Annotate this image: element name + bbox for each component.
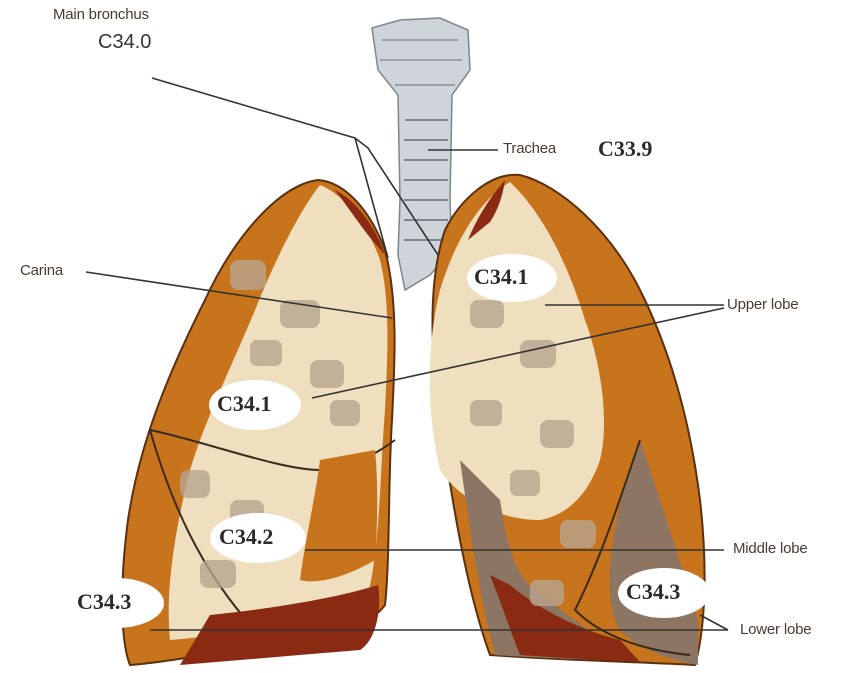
- upper-lobe-label: Upper lobe: [727, 296, 798, 313]
- main-bronchus-code: C34.0: [98, 31, 151, 54]
- main-bronchus-label: Main bronchus: [53, 6, 149, 23]
- middle-lobe-label: Middle lobe: [733, 540, 808, 557]
- trachea-code: C33.9: [598, 136, 652, 162]
- lower-lobe-left-code: C34.3: [626, 579, 680, 605]
- trachea-label: Trachea: [503, 140, 556, 157]
- lower-lobe-label: Lower lobe: [740, 621, 811, 638]
- lower-lobe-right-code: C34.3: [77, 589, 131, 615]
- upper-lobe-left-code: C34.1: [474, 264, 528, 290]
- upper-lobe-right-code: C34.1: [217, 391, 271, 417]
- lower-lobe-leader-2: [700, 615, 728, 630]
- middle-lobe-code: C34.2: [219, 524, 273, 550]
- carina-label: Carina: [20, 262, 63, 279]
